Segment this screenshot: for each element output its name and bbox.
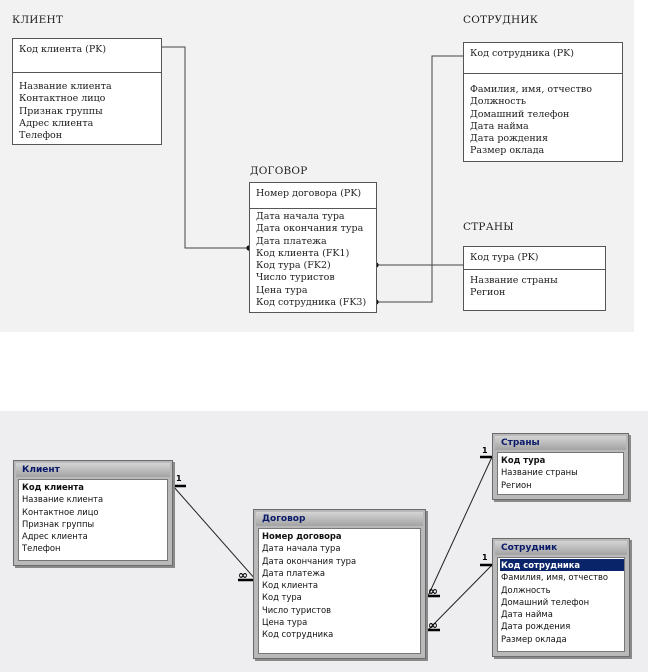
rel-line-client: [172, 485, 257, 581]
er-client-fields: Название клиента Контактное лицо Признак…: [19, 81, 112, 142]
access-field-list[interactable]: Код сотрудника Фамилия, имя, отчество До…: [497, 557, 625, 652]
er-client-divider: [13, 72, 161, 73]
er-employee-pk: Код сотрудника (PK): [470, 48, 574, 59]
er-countries-title: СТРАНЫ: [463, 221, 514, 233]
er-contract-fields: Дата начала тура Дата окончания тура Дат…: [256, 211, 366, 309]
rel-one-label: 1: [482, 446, 488, 455]
access-field[interactable]: Название клиента: [22, 494, 104, 505]
access-table-countries[interactable]: Страны Код тура Название страны Регион: [492, 433, 629, 500]
er-field: Название клиента: [19, 81, 112, 92]
er-countries-fields: Название страны Регион: [470, 275, 558, 300]
er-field: Дата начала тура: [256, 211, 345, 222]
er-field: Признак группы: [19, 105, 103, 117]
er-field: Контактное лицо: [19, 93, 106, 105]
access-field-key[interactable]: Код тура: [501, 455, 546, 465]
access-table-title[interactable]: Сотрудник: [495, 541, 627, 555]
access-field-list[interactable]: Номер договора Дата начала тура Дата око…: [258, 528, 421, 654]
rel-many-label: ∞: [428, 618, 438, 632]
rel-line-employee: [427, 564, 493, 631]
access-field[interactable]: Дата рождения: [501, 621, 571, 632]
er-field: Размер оклада: [470, 145, 545, 157]
access-field[interactable]: Адрес клиента: [22, 531, 88, 542]
access-field[interactable]: Код клиента: [262, 580, 319, 591]
er-contract-title: ДОГОВОР: [250, 165, 308, 177]
er-countries-entity[interactable]: Код тура (PK) Название страны Регион: [463, 246, 606, 311]
er-field: Регион: [470, 287, 506, 299]
er-field: Фамилия, имя, отчество: [470, 84, 592, 95]
access-field[interactable]: Цена тура: [262, 617, 308, 628]
access-field[interactable]: Размер оклада: [501, 633, 567, 644]
access-table-employee[interactable]: Сотрудник Код сотрудника Фамилия, имя, о…: [492, 538, 630, 657]
er-employee-divider: [464, 73, 622, 74]
er-field: Код сотрудника (FK3): [256, 297, 367, 309]
er-field: Название страны: [470, 275, 558, 286]
er-contract-entity[interactable]: Номер договора (PK) Дата начала тура Дат…: [249, 182, 377, 313]
access-field[interactable]: Дата найма: [501, 609, 553, 620]
er-field: Домашний телефон: [470, 108, 570, 120]
er-client-title: КЛИЕНТ: [12, 14, 64, 26]
er-employee-title: СОТРУДНИК: [463, 14, 539, 26]
access-table-contract[interactable]: Договор Номер договора Дата начала тура …: [253, 509, 426, 659]
access-field[interactable]: Домашний телефон: [501, 596, 590, 607]
er-field: Число туристов: [256, 272, 335, 284]
access-field-key[interactable]: Код клиента: [22, 482, 84, 492]
er-field: Должность: [470, 96, 527, 108]
rel-one-label: 1: [482, 553, 488, 562]
access-field[interactable]: Дата платежа: [262, 567, 326, 578]
access-field[interactable]: Код сотрудника: [262, 629, 334, 640]
er-link-employee: [376, 55, 463, 303]
access-field[interactable]: Код тура: [262, 592, 302, 603]
er-field: Цена тура: [256, 284, 308, 296]
er-employee-fields: Фамилия, имя, отчество Должность Домашни…: [470, 84, 592, 158]
access-table-title[interactable]: Договор: [256, 512, 423, 526]
access-table-title[interactable]: Клиент: [16, 463, 170, 477]
access-field[interactable]: Дата окончания тура: [262, 555, 357, 566]
rel-many-label: ∞: [428, 584, 438, 598]
access-field[interactable]: Число туристов: [262, 604, 332, 615]
access-table-client[interactable]: Клиент Код клиента Название клиента Конт…: [13, 460, 173, 566]
access-field[interactable]: Контактное лицо: [22, 506, 99, 517]
access-field[interactable]: Признак группы: [22, 518, 95, 529]
access-field[interactable]: Регион: [501, 479, 532, 490]
access-field[interactable]: Название страны: [501, 467, 578, 478]
er-field: Дата рождения: [470, 133, 548, 145]
access-table-title[interactable]: Страны: [495, 436, 626, 450]
access-field-key[interactable]: Номер договора: [262, 531, 342, 541]
rel-line-countries: [427, 456, 493, 597]
rel-many-label: ∞: [238, 568, 248, 582]
er-field: Код тура (FK2): [256, 260, 331, 272]
er-field: Адрес клиента: [19, 117, 94, 129]
access-field-list[interactable]: Код тура Название страны Регион: [497, 452, 624, 495]
access-field[interactable]: Телефон: [22, 543, 61, 554]
er-field: Дата окончания тура: [256, 223, 364, 235]
er-countries-pk: Код тура (PK): [470, 252, 539, 263]
er-client-entity[interactable]: Код клиента (PK) Название клиента Контак…: [12, 38, 162, 145]
access-field[interactable]: Дата начала тура: [262, 543, 341, 554]
access-field-list[interactable]: Код клиента Название клиента Контактное …: [18, 479, 168, 561]
er-field: Дата платежа: [256, 235, 327, 247]
er-client-pk: Код клиента (PK): [19, 44, 107, 55]
access-field-key-selected[interactable]: Код сотрудника: [500, 559, 624, 572]
er-employee-entity[interactable]: Код сотрудника (PK) Фамилия, имя, отчест…: [463, 42, 623, 162]
access-field[interactable]: Фамилия, имя, отчество: [501, 572, 609, 583]
er-field: Дата найма: [470, 120, 529, 132]
rel-one-label: 1: [176, 474, 182, 483]
er-contract-pk: Номер договора (PK): [256, 188, 362, 199]
er-countries-divider: [464, 269, 605, 270]
er-field: Код клиента (FK1): [256, 247, 350, 259]
access-field[interactable]: Должность: [501, 584, 551, 595]
er-contract-divider: [250, 208, 376, 209]
er-field: Телефон: [19, 130, 63, 142]
er-link-client: [162, 46, 249, 249]
